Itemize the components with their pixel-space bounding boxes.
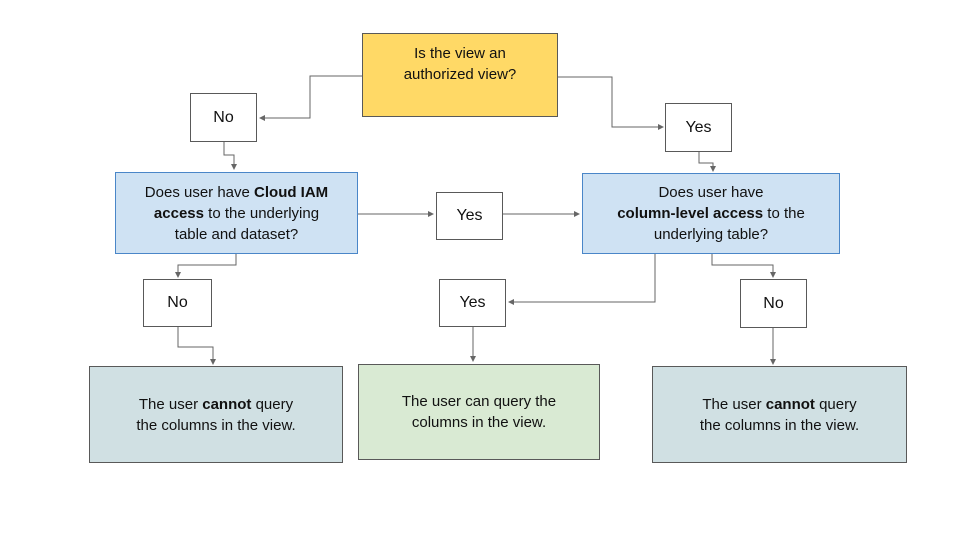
text-line: columns in the view. xyxy=(411,414,547,431)
node-column-question: Does user have column-level access to the… xyxy=(582,173,840,254)
connector-authorized-to-yes xyxy=(558,76,664,130)
connector-no-to-iam-question xyxy=(223,142,237,170)
node-no-lower-left-label: No xyxy=(167,294,188,311)
text-line: underlying table? xyxy=(653,226,769,243)
connector-iam-to-no-lower xyxy=(175,254,237,278)
text-line: access to the underlying xyxy=(153,204,320,222)
node-no-top: No xyxy=(190,93,257,142)
node-no-lower-left: No xyxy=(143,279,212,327)
text-line: authorized view? xyxy=(403,66,517,83)
text-line: Does user have Cloud IAM xyxy=(144,183,329,201)
connector-column-to-yes-lower xyxy=(508,254,656,305)
node-authorized-view-question: Is the view an authorized view? xyxy=(362,33,558,117)
node-yes-mid-label: Yes xyxy=(456,207,483,224)
node-yes-lower-center: Yes xyxy=(439,279,506,327)
node-result-cannot-left: The user cannot query the columns in the … xyxy=(89,366,343,463)
node-yes-lower-center-label: Yes xyxy=(459,294,486,311)
connector-yes-to-column-question xyxy=(698,152,716,172)
node-yes-top: Yes xyxy=(665,103,732,152)
text-line: The user cannot query xyxy=(702,395,857,413)
node-result-cannot-right: The user cannot query the columns in the … xyxy=(652,366,907,463)
node-no-lower-right: No xyxy=(740,279,807,328)
node-no-top-label: No xyxy=(213,108,234,126)
node-yes-top-label: Yes xyxy=(685,118,712,136)
text-line: The user cannot query xyxy=(138,395,294,413)
connector-column-to-no-lower xyxy=(711,254,776,278)
connector-authorized-to-no xyxy=(259,75,362,121)
text-line: The user can query the xyxy=(401,393,557,410)
text-line: Is the view an xyxy=(414,45,506,62)
text-line: the columns in the view. xyxy=(699,416,860,434)
node-result-can: The user can query the columns in the vie… xyxy=(358,364,600,460)
connector-no-lower-to-result-left xyxy=(177,327,216,365)
text-line: Does user have xyxy=(658,184,764,201)
node-iam-question: Does user have Cloud IAM access to the un… xyxy=(115,172,358,254)
text-line: table and dataset? xyxy=(174,225,299,243)
node-no-lower-right-label: No xyxy=(763,294,784,312)
node-yes-mid: Yes xyxy=(436,192,503,240)
text-line: column-level access to the xyxy=(617,205,805,222)
text-line: the columns in the view. xyxy=(136,416,296,434)
